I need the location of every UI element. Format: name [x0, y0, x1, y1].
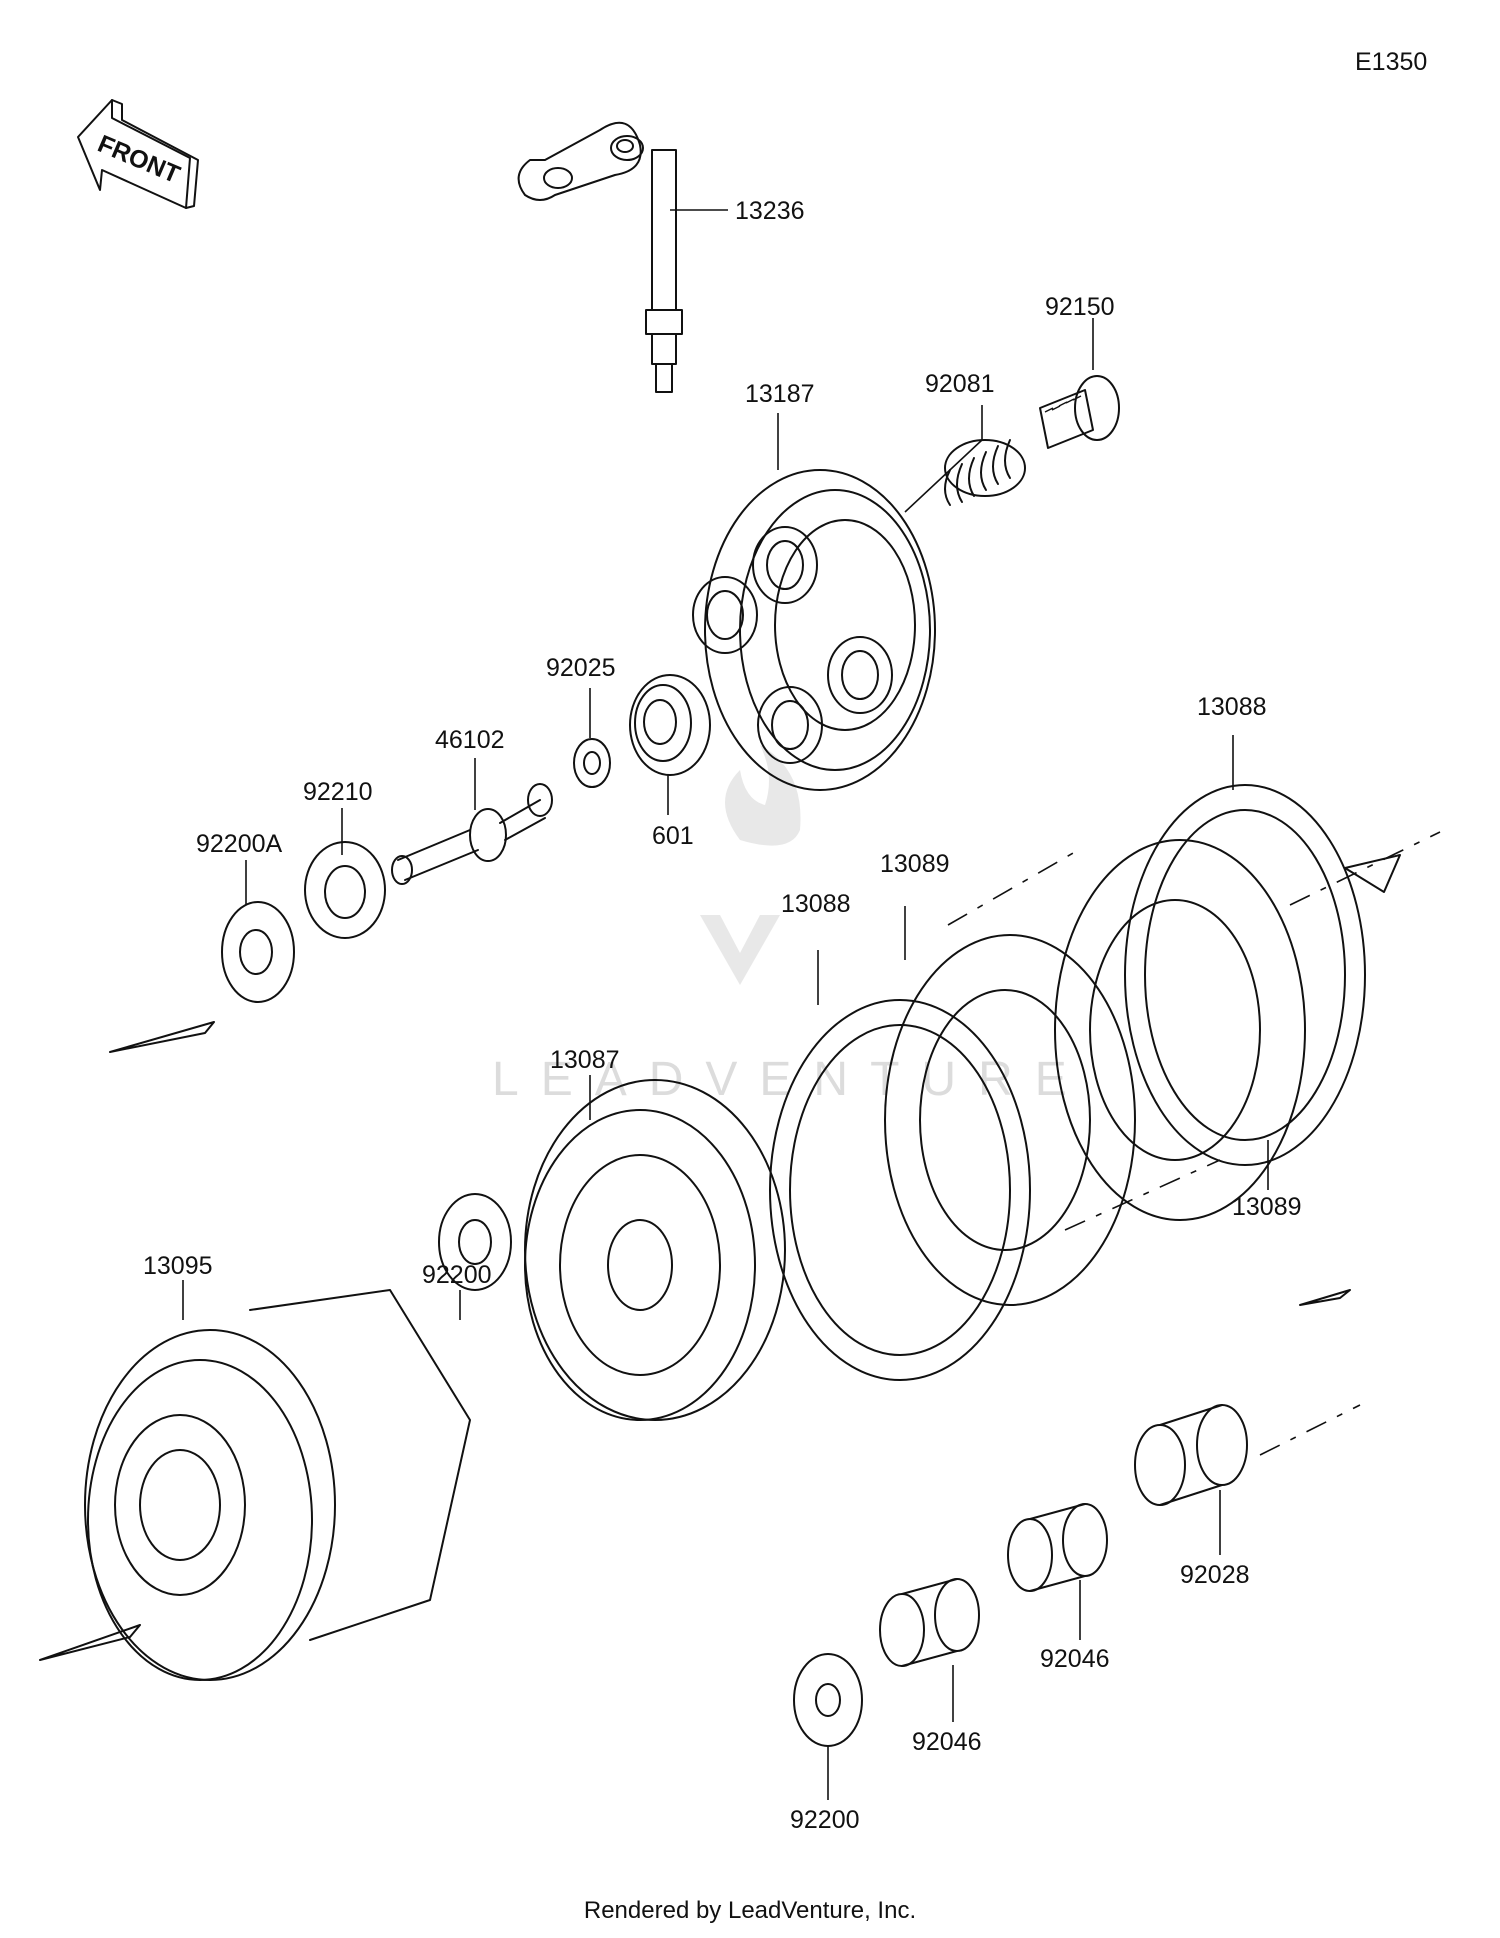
- part-label-92046-upper: 92046: [1040, 1645, 1110, 1673]
- assembly-centre-lines: [947, 831, 1441, 1456]
- lock-washer: [221, 901, 295, 1003]
- clutch-housing: [84, 1289, 471, 1681]
- part-label-13088-front: 13088: [781, 890, 851, 918]
- front-label: FRONT: [94, 130, 184, 189]
- part-label-601: 601: [652, 822, 694, 850]
- part-label-92025: 92025: [546, 654, 616, 682]
- clutch-hub: [524, 1079, 786, 1421]
- diagram-code: E1350: [1355, 48, 1427, 76]
- watermark-text: LEADVENTURE: [492, 1053, 1089, 1106]
- part-label-13089-front: 13089: [880, 850, 950, 878]
- part-label-92150: 92150: [1045, 293, 1115, 321]
- part-label-13236: 13236: [735, 197, 805, 225]
- sleeve-collar: [1134, 1404, 1248, 1506]
- push-lever-shaft: [517, 121, 683, 393]
- part-label-92200-mid: 92200: [422, 1261, 492, 1289]
- bearing-washer: [573, 738, 611, 788]
- part-label-13087: 13087: [550, 1046, 620, 1074]
- leadventure-watermark: LEADVENTURE: [492, 745, 1089, 1106]
- friction-plate-front: [769, 999, 1031, 1381]
- steel-plate-front: [884, 934, 1136, 1306]
- thrust-washer-lower: [793, 1653, 863, 1747]
- part-label-13089-rear: 13089: [1232, 1193, 1302, 1221]
- steel-plate-rear: [1054, 839, 1306, 1221]
- front-arrow-icon: FRONT: [77, 99, 199, 209]
- clutch-nut: [304, 841, 386, 939]
- render-credit: Rendered by LeadVenture, Inc.: [584, 1897, 916, 1924]
- assembly-axis-arrows: [39, 854, 1401, 1661]
- part-label-13187: 13187: [745, 380, 815, 408]
- needle-bearing-upper: [1007, 1503, 1108, 1592]
- part-label-92046-lower: 92046: [912, 1728, 982, 1756]
- part-label-92028: 92028: [1180, 1561, 1250, 1589]
- part-label-92081: 92081: [925, 370, 995, 398]
- part-label-13095: 13095: [143, 1252, 213, 1280]
- needle-bearing-lower: [879, 1578, 980, 1667]
- part-label-13088-rear: 13088: [1197, 693, 1267, 721]
- friction-plate-rear: [1124, 784, 1366, 1166]
- part-label-92210: 92210: [303, 778, 373, 806]
- release-shaft: [391, 783, 553, 885]
- ball-bearing: [629, 674, 711, 776]
- part-label-92200-lower: 92200: [790, 1806, 860, 1834]
- clutch-bolt: [1039, 375, 1120, 449]
- part-label-46102: 46102: [435, 726, 505, 754]
- thrust-washer-mid: [438, 1193, 512, 1291]
- clutch-spring: [944, 439, 1026, 506]
- leader-lines: [182, 209, 1269, 1800]
- pressure-plate: [692, 469, 936, 791]
- part-label-92200A: 92200A: [196, 830, 283, 858]
